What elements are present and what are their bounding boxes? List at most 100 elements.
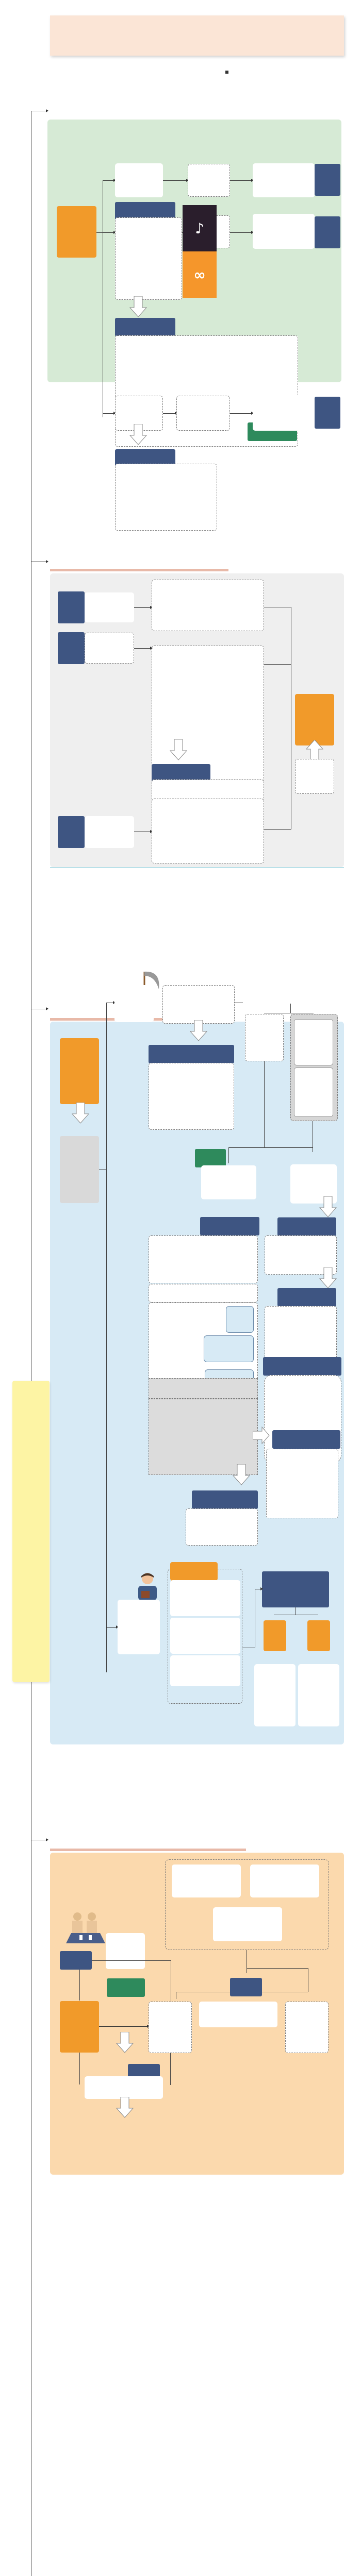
income1-desc	[152, 580, 264, 631]
row2-result	[253, 214, 315, 249]
withhold-label	[277, 1217, 336, 1236]
row1-arrow3	[230, 179, 254, 182]
income3-name	[85, 816, 134, 848]
row2-arrow	[103, 231, 116, 234]
channel-stem	[290, 1004, 291, 1013]
s4-step2	[230, 1978, 262, 1996]
commission-question	[262, 1571, 329, 1607]
essence-label	[149, 1045, 234, 1063]
no-text	[298, 1664, 339, 1726]
s2-link3	[264, 664, 291, 665]
down-arrow-icon	[319, 1196, 337, 1217]
iit-list	[149, 1399, 258, 1475]
tax-label-1	[200, 1217, 259, 1235]
credit-line	[225, 68, 233, 76]
down-arrow-icon	[129, 424, 147, 445]
douyin-logo-icon: ♪	[183, 205, 217, 251]
channel-personal	[245, 1014, 284, 1061]
personal-link	[264, 1061, 265, 1147]
row1-no-badge	[315, 164, 340, 196]
income3-no	[58, 816, 85, 848]
down-arrow-icon	[232, 1464, 251, 1485]
settle-label-1	[277, 1288, 336, 1307]
no-box	[307, 1620, 330, 1651]
income-red-1	[267, 1055, 282, 1122]
s4-anchor	[60, 2001, 99, 2053]
essence-text	[149, 1063, 234, 1130]
s4-step1	[60, 1951, 92, 1970]
income3-desc	[152, 799, 264, 863]
s4-union	[149, 2002, 192, 2053]
s2-link4	[264, 829, 291, 830]
other-views-label	[263, 1357, 341, 1376]
yes-box	[264, 1620, 286, 1651]
tag1	[195, 1149, 226, 1167]
invest-include-3	[170, 1655, 240, 1686]
surtax-item-2	[204, 1335, 254, 1362]
row3-no-badge	[315, 397, 340, 429]
s4-sign	[106, 1933, 145, 1969]
row1-arrow2	[163, 179, 189, 182]
channel-corp-own	[294, 1067, 333, 1117]
section2-underline	[50, 569, 228, 571]
s4-incomes-group	[165, 1859, 329, 1950]
settle-label-2	[272, 1430, 340, 1449]
s4-line9	[79, 2053, 80, 2084]
channel-label	[244, 980, 337, 1004]
union-conditions-label	[115, 318, 175, 336]
income1-no	[58, 591, 85, 623]
invest-arrow	[106, 1625, 119, 1629]
labor-contract	[162, 985, 235, 1024]
down-arrow-icon	[319, 1267, 337, 1289]
section4-underline	[50, 1849, 246, 1851]
s4-first-settle	[199, 2002, 277, 2027]
s4-second-settle	[85, 2076, 163, 2099]
s3-branch-line	[106, 1003, 107, 1672]
platform-box	[295, 694, 334, 745]
side-title-bar	[12, 1381, 50, 1682]
row3-result	[253, 395, 315, 431]
anchor-box	[57, 206, 96, 258]
row1-result	[253, 163, 315, 197]
invest-include-2	[170, 1618, 240, 1654]
row2-arrow3	[230, 231, 254, 234]
row3-arrow2	[163, 412, 177, 415]
up-arrow-icon	[305, 740, 324, 761]
row2-no-badge	[315, 216, 340, 248]
platform-split-note	[295, 759, 334, 794]
row3-arrow3	[230, 412, 254, 415]
s4-labor-tag	[107, 1978, 145, 1997]
meeting-icon	[66, 1909, 105, 1943]
income1-arrow	[134, 606, 153, 609]
s1-anchor-link	[96, 232, 103, 233]
hot-unions-list	[115, 217, 182, 300]
pay-method-label	[192, 1490, 258, 1509]
surtax-title-box	[149, 1284, 258, 1302]
page-title-box	[50, 15, 344, 56]
s4-income-2	[250, 1865, 319, 1897]
s3-relation	[60, 1136, 99, 1203]
iit-title	[149, 1378, 258, 1399]
income2-name	[85, 633, 134, 664]
personal-service-1	[201, 1165, 256, 1199]
down-arrow-icon	[189, 1020, 208, 1041]
down-arrow-icon	[71, 1103, 90, 1124]
invest-include-1	[170, 1580, 240, 1616]
s4-line8	[79, 1970, 80, 2001]
s4-platform	[285, 2002, 329, 2053]
yes-text	[254, 1664, 296, 1726]
s4-join-arrow	[99, 2025, 150, 2028]
income1-name	[85, 592, 134, 622]
invest-includes-label	[170, 1562, 218, 1581]
tax-link	[228, 1148, 229, 1163]
row1-arrow	[103, 179, 116, 182]
s4-line6	[92, 1960, 171, 1961]
right-arrow-icon	[253, 1426, 270, 1445]
income2-arrow	[134, 647, 153, 650]
s4-income-3	[213, 1907, 282, 1941]
down-arrow-icon	[129, 296, 147, 317]
row3-agreement	[176, 396, 230, 431]
labor-relation	[114, 985, 154, 1022]
s4-line10	[170, 2053, 171, 2085]
down-arrow-icon	[169, 739, 188, 760]
